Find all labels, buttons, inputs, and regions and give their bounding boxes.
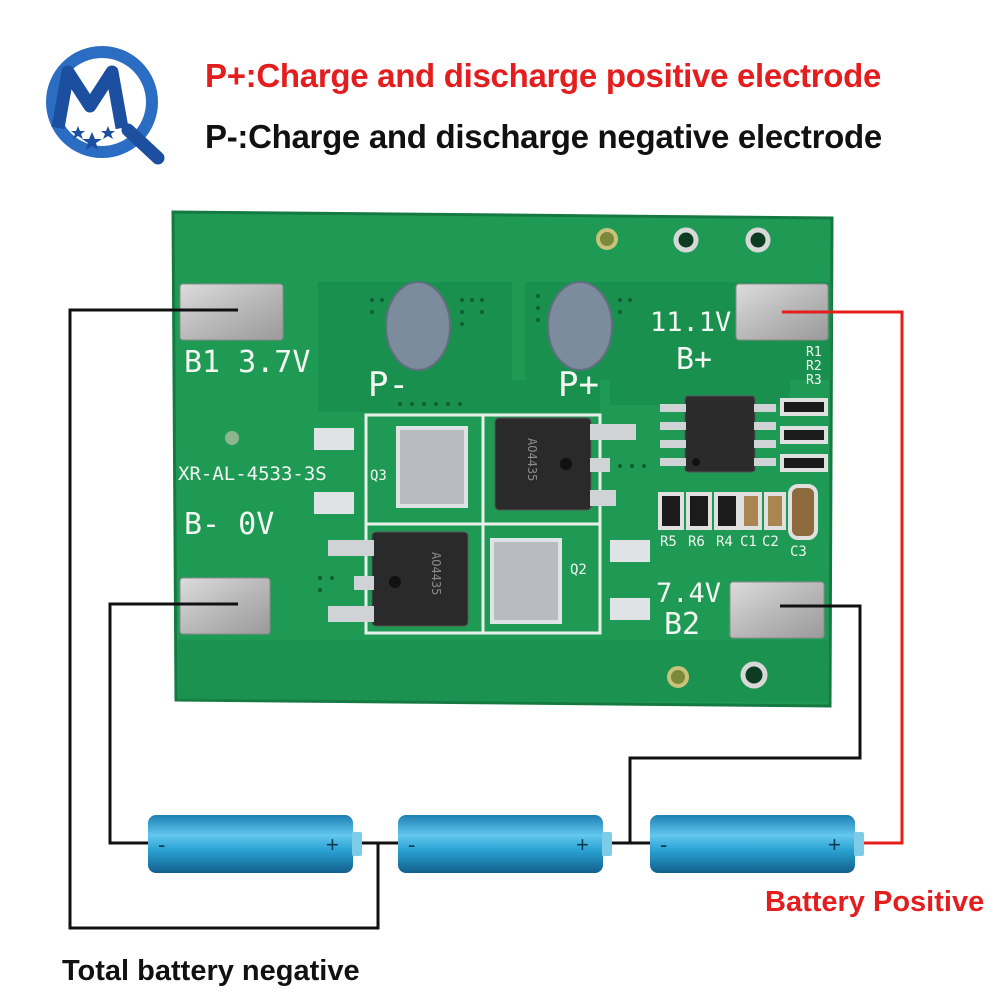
mosfet-q3 (494, 417, 636, 511)
pad-b2-label: B2 (664, 607, 700, 642)
wire-battery-positive (782, 310, 904, 845)
p-minus-board-label: P- (368, 365, 409, 405)
mounting-hole (745, 227, 771, 253)
pad-b1 (179, 283, 284, 341)
logo-ring (46, 46, 158, 158)
battery-cell-3: - + (650, 815, 864, 873)
mosfet-exposed-pad (396, 426, 468, 508)
smd-pad (314, 492, 354, 514)
p-minus-description: P-:Charge and discharge negative electro… (205, 118, 882, 155)
pad-b2 (729, 581, 825, 639)
battery-plus-sign: + (828, 832, 841, 857)
r4-label: R4 (716, 534, 733, 550)
p-plus-solder-area (547, 281, 613, 371)
mounting-hole (596, 228, 618, 250)
battery-cell-1: - + (148, 815, 362, 873)
resistor-array (780, 398, 828, 472)
q3-label: Q3 (370, 468, 387, 484)
total-battery-negative-caption: Total battery negative (62, 955, 360, 987)
smd-pad (610, 598, 650, 620)
mounting-hole (667, 666, 689, 688)
wire-b2 (628, 604, 862, 843)
r5-label: R5 (660, 534, 677, 550)
p-minus-solder-area (385, 281, 451, 371)
pad-b-plus-label: B+ (676, 342, 712, 377)
battery-minus-sign: - (660, 832, 667, 857)
logo-m-letter (51, 65, 129, 130)
battery-minus-sign: - (158, 832, 165, 857)
battery-cell-2: - + (398, 815, 612, 873)
passive-components (658, 484, 818, 540)
smd-pad (610, 540, 650, 562)
logo-star-icon (82, 132, 102, 150)
via-dots (318, 294, 646, 592)
logo-star-icon (101, 126, 115, 139)
mosfet-exposed-pad (490, 538, 562, 624)
c1-label: C1 (740, 534, 757, 550)
mounting-hole (740, 661, 768, 689)
logo-q-tail (121, 123, 165, 165)
pad-b2-voltage: 7.4V (656, 578, 721, 609)
battery-plus-sign: + (576, 832, 589, 857)
protection-ic (660, 395, 776, 473)
battery-plus-sign: + (326, 832, 339, 857)
smd-pad (314, 428, 354, 450)
c2-label: C2 (762, 534, 779, 550)
mounting-hole (673, 227, 699, 253)
copper-pour (178, 640, 828, 702)
r1-label: R1 (806, 345, 822, 360)
pad-b-minus-label: B- 0V (184, 507, 274, 542)
p-plus-description: P+:Charge and discharge positive electro… (205, 57, 882, 94)
mosfet-q3-marking: AO4435 (525, 438, 539, 481)
wire-b-minus (108, 602, 238, 845)
r2-label: R2 (806, 359, 822, 374)
q2-label: Q2 (570, 562, 587, 578)
mosfet-q2 (328, 531, 469, 627)
test-point (225, 431, 239, 445)
battery-minus-sign: - (408, 832, 415, 857)
pad-b1-label: B1 3.7V (184, 345, 310, 380)
mosfet-q2-marking: AO4435 (429, 552, 443, 595)
c3-label: C3 (790, 544, 807, 560)
model-label: XR-AL-4533-3S (178, 463, 327, 485)
company-logo (46, 46, 165, 165)
logo-star-icon (71, 126, 85, 139)
pad-b-minus (179, 577, 271, 635)
r6-label: R6 (688, 534, 705, 550)
battery-positive-caption: Battery Positive (765, 886, 985, 918)
p-plus-board-label: P+ (558, 365, 599, 405)
r3-label: R3 (806, 373, 822, 388)
pad-b-plus-voltage: 11.1V (650, 307, 731, 338)
